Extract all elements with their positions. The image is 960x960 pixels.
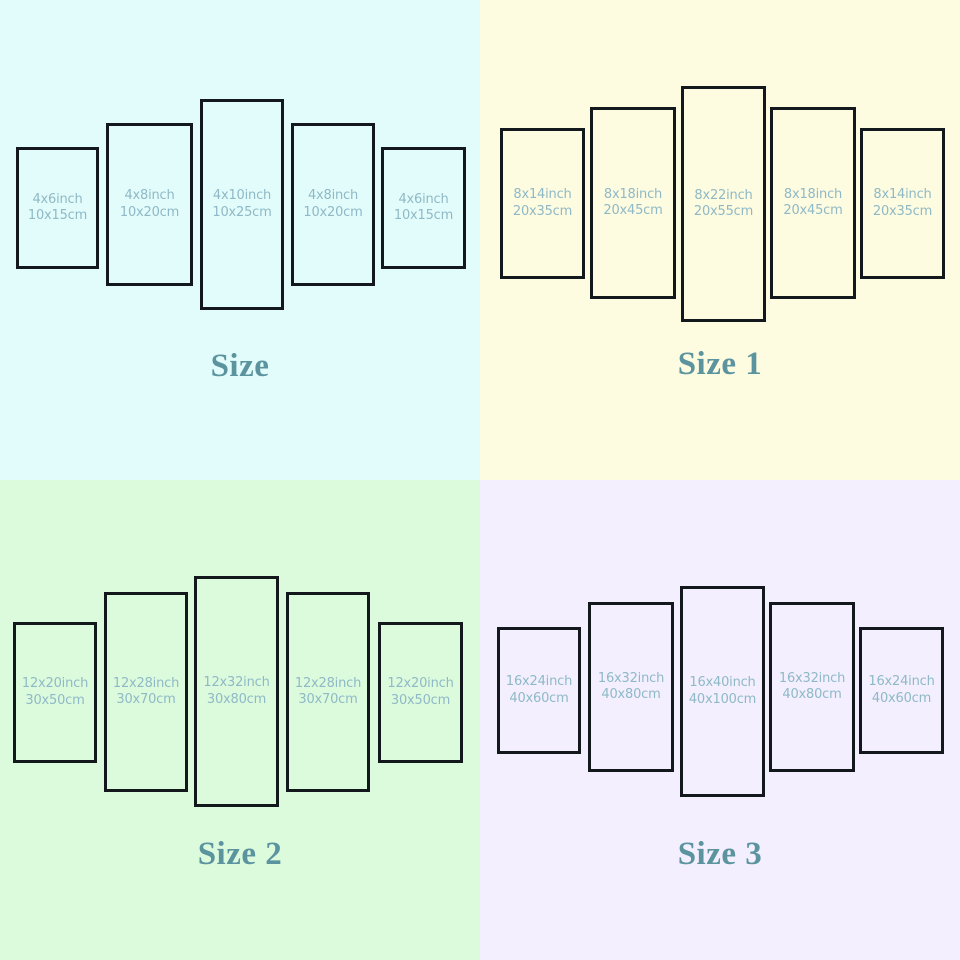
panel-size-inch: 16x24inch	[868, 674, 935, 690]
panel-size-inch: 12x20inch	[387, 676, 454, 692]
panel-size-cm: 40x80cm	[782, 687, 842, 702]
panel-size-inch: 8x22inch	[694, 187, 753, 203]
panel-size-inch: 12x32inch	[203, 675, 270, 691]
panel-size-cm: 40x60cm	[509, 690, 569, 706]
panel-size-cm: 40x100cm	[688, 691, 757, 707]
panel-size-cm: 10x15cm	[27, 208, 88, 223]
panel-size-inch: 16x32inch	[778, 670, 846, 686]
panel-size-inch: 8x14inch	[513, 187, 572, 203]
panel-size-cm: 30x50cm	[25, 692, 85, 708]
quadrant-title: Size 3	[677, 836, 763, 872]
panel-size-inch: 16x24inch	[505, 674, 573, 690]
panel-size-inch: 4x6inch	[398, 191, 449, 207]
panel-size-inch: 8x18inch	[603, 186, 663, 202]
panel-size-cm: 40x80cm	[601, 687, 661, 702]
panel-size-cm: 10x20cm	[303, 204, 363, 220]
panel-size-inch: 12x28inch	[112, 675, 180, 691]
quadrant-title: Size	[210, 348, 270, 384]
panel-size-cm: 20x55cm	[693, 204, 754, 219]
panel-size-inch: 16x32inch	[597, 670, 665, 686]
panel-size-cm: 30x50cm	[390, 692, 451, 708]
panel-size-cm: 20x45cm	[603, 203, 663, 218]
panel-size-cm: 30x80cm	[206, 691, 267, 707]
panel-size-cm: 30x70cm	[298, 692, 358, 707]
panel-size-inch: 12x20inch	[21, 676, 89, 692]
panel-size-inch: 16x40inch	[689, 675, 756, 691]
quadrant-title: Size 2	[197, 836, 283, 872]
panel-size-inch: 8x14inch	[873, 187, 932, 203]
panel-size-inch: 4x8inch	[124, 188, 175, 204]
panel-size-cm: 20x45cm	[783, 203, 843, 218]
panel-size-cm: 30x70cm	[116, 692, 176, 707]
panel-size-cm: 20x35cm	[872, 203, 933, 219]
panel-size-cm: 10x20cm	[119, 204, 180, 220]
panel-size-cm: 10x15cm	[393, 208, 454, 223]
panel-size-inch: 4x10inch	[212, 188, 272, 204]
panel-size-inch: 4x8inch	[307, 188, 359, 204]
panel-size-inch: 4x6inch	[32, 191, 83, 207]
panel-size-cm: 40x60cm	[871, 690, 932, 706]
panel-size-inch: 8x18inch	[783, 186, 843, 202]
panel-size-inch: 12x28inch	[294, 675, 362, 691]
panel-size-cm: 10x25cm	[212, 204, 272, 220]
panel-size-cm: 20x35cm	[512, 203, 573, 219]
quadrant-title: Size 1	[677, 346, 763, 382]
